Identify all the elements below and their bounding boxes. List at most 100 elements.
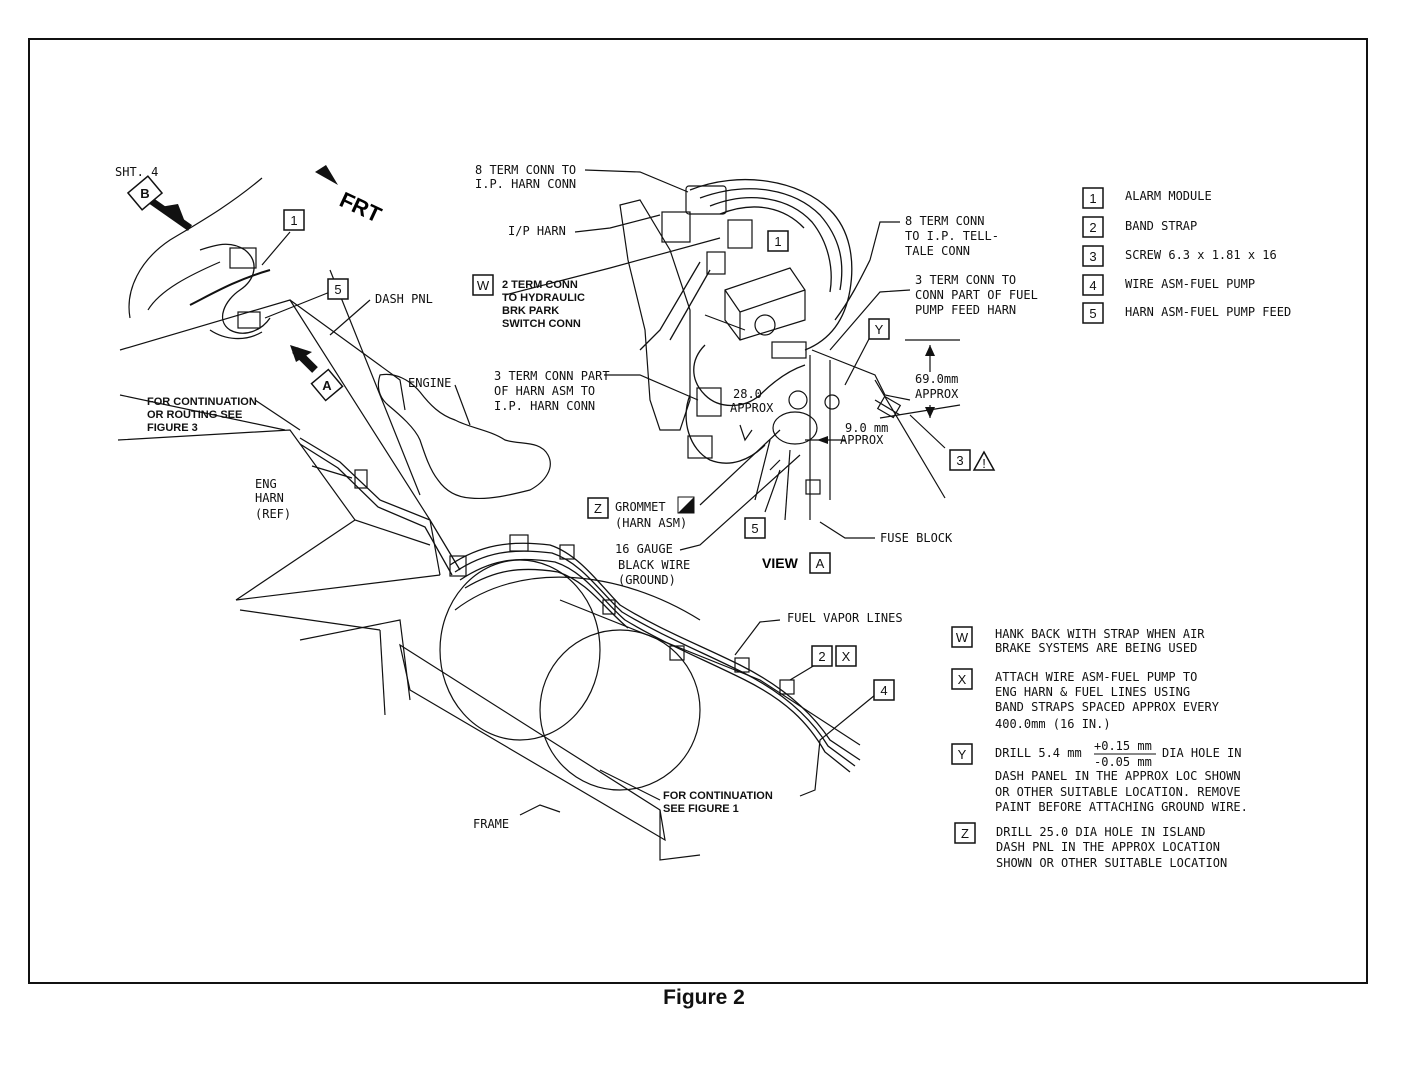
grommet-1: GROMMET <box>615 500 666 514</box>
legend-text-1: ALARM MODULE <box>1125 189 1212 203</box>
legend-key-4: 4 <box>1089 278 1096 293</box>
callout-4: 4 <box>880 683 887 698</box>
continuation-fig1-2: SEE FIGURE 1 <box>663 803 739 815</box>
dim-28-2: APPROX <box>730 401 774 415</box>
view-callout-5-box <box>744 517 766 539</box>
frame-label: FRAME <box>473 817 509 831</box>
view-callout-5: 5 <box>751 521 758 536</box>
notes-block: W HANK BACK WITH STRAP WHEN AIR BRAKE SY… <box>951 626 1248 870</box>
term8-ip-1: 8 TERM CONN TO <box>475 163 576 177</box>
view-b-box <box>126 175 164 211</box>
drawing-border <box>28 38 1368 984</box>
continuation-fig3-2: OR ROUTING SEE <box>147 409 242 421</box>
term2-3: BRK PARK <box>502 305 559 317</box>
callout-3-box <box>949 449 971 471</box>
legend-key-2: 2 <box>1089 220 1096 235</box>
legend-text-2: BAND STRAP <box>1125 219 1197 233</box>
engine-label: ENGINE <box>408 376 451 390</box>
module-callout-1-box <box>767 230 789 252</box>
parts-legend: 1 ALARM MODULE 2 BAND STRAP 3 SCREW 6.3 … <box>1082 187 1291 324</box>
note-z-line3: SHOWN OR OTHER SUITABLE LOCATION <box>996 856 1227 870</box>
z-badge: Z <box>594 501 602 516</box>
term3-fuel-2: CONN PART OF FUEL <box>915 288 1038 302</box>
view-a-detail <box>504 169 961 551</box>
callout-2-box <box>811 645 833 667</box>
note-y-prefix: DRILL 5.4 mm <box>995 746 1082 760</box>
continuation-fig1-1: FOR CONTINUATION <box>663 790 773 802</box>
legend-key-4-box <box>1082 274 1104 296</box>
legend-key-3-box <box>1082 245 1104 267</box>
legend-key-3: 3 <box>1089 249 1096 264</box>
note-y-tol-plus: +0.15 mm <box>1094 739 1152 753</box>
note-w-key: W <box>956 630 969 645</box>
fuel-vapor-lines-label: FUEL VAPOR LINES <box>787 611 903 625</box>
term2-1: 2 TERM CONN <box>502 279 578 291</box>
note-x-box <box>951 668 973 690</box>
note-x-line4: 400.0mm (16 IN.) <box>995 717 1111 731</box>
note-w-line2: BRAKE SYSTEMS ARE BEING USED <box>995 641 1197 655</box>
note-x-line1: ATTACH WIRE ASM-FUEL PUMP TO <box>995 670 1197 684</box>
band-strap-leader <box>789 664 816 681</box>
legend-key-1-box <box>1082 187 1104 209</box>
term3-part-2: OF HARN ASM TO <box>494 384 595 398</box>
eng-harn-3: (REF) <box>255 507 291 521</box>
continuation-fig3-3: FIGURE 3 <box>147 422 198 434</box>
term8-telltale-2: TO I.P. TELL- <box>905 229 999 243</box>
note-x-line2: ENG HARN & FUEL LINES USING <box>995 685 1190 699</box>
note-y-box <box>951 743 973 765</box>
warning-triangle-icon <box>972 450 996 471</box>
legend-text-5: HARN ASM-FUEL PUMP FEED <box>1125 305 1291 319</box>
legend-key-1: 1 <box>1089 191 1096 206</box>
dim-9-2: APPROX <box>840 433 884 447</box>
front-label: FRT <box>336 187 386 228</box>
dash-panel-label: DASH PNL <box>375 292 433 306</box>
note-y-suffix: DIA HOLE IN <box>1162 746 1241 760</box>
dim-69-2: APPROX <box>915 387 959 401</box>
y-badge-box <box>868 318 890 340</box>
term3-fuel-3: PUMP FEED HARN <box>915 303 1016 317</box>
callout-1-box <box>283 209 305 231</box>
note-y-tol-minus: -0.05 mm <box>1094 755 1152 769</box>
note-z-key: Z <box>961 826 969 841</box>
gauge16-1: 16 GAUGE <box>615 542 673 556</box>
callout-2: 2 <box>818 649 825 664</box>
harness-route <box>449 534 861 773</box>
ip-harn-label: I/P HARN <box>508 224 566 238</box>
dim-28-1: 28.0 <box>733 387 762 401</box>
engine-outline <box>377 373 551 500</box>
note-y-key: Y <box>958 747 967 762</box>
module-callout-1: 1 <box>774 234 781 249</box>
figure-caption: Figure 2 <box>663 986 745 1009</box>
term8-telltale-3: TALE CONN <box>905 244 970 258</box>
dash-panel-sketch <box>117 165 461 716</box>
fuse-block-label: FUSE BLOCK <box>880 531 953 545</box>
callout-x: X <box>842 649 851 664</box>
note-w-line1: HANK BACK WITH STRAP WHEN AIR <box>995 627 1205 641</box>
dim-69-1: 69.0mm <box>915 372 958 386</box>
callout-3: 3 <box>956 453 963 468</box>
callout-4-box <box>873 679 895 701</box>
term3-part-3: I.P. HARN CONN <box>494 399 595 413</box>
sheet-ref: SHT. 4 <box>115 165 158 179</box>
eng-harn-1: ENG <box>255 477 277 491</box>
w-badge-box <box>472 274 494 296</box>
grommet-2: (HARN ASM) <box>615 516 687 530</box>
svg-text:!: ! <box>982 456 986 471</box>
view-a-letter: A <box>322 378 332 393</box>
z-badge-box <box>587 497 609 519</box>
note-w-box <box>951 626 973 648</box>
note-z-box <box>954 822 976 844</box>
view-b-letter: B <box>140 186 149 201</box>
note-x-key: X <box>958 672 967 687</box>
frame-leader <box>519 804 561 816</box>
term3-fuel-1: 3 TERM CONN TO <box>915 273 1016 287</box>
note-y-line2: OR OTHER SUITABLE LOCATION. REMOVE <box>995 785 1241 799</box>
eng-harn-2: HARN <box>255 491 284 505</box>
note-z-line1: DRILL 25.0 DIA HOLE IN ISLAND <box>996 825 1206 839</box>
legend-text-3: SCREW 6.3 x 1.81 x 16 <box>1125 248 1277 262</box>
note-x-line3: BAND STRAPS SPACED APPROX EVERY <box>995 700 1220 714</box>
gauge16-3: (GROUND) <box>618 573 676 587</box>
note-y-line1: DASH PANEL IN THE APPROX LOC SHOWN <box>995 769 1241 783</box>
y-badge: Y <box>875 322 884 337</box>
